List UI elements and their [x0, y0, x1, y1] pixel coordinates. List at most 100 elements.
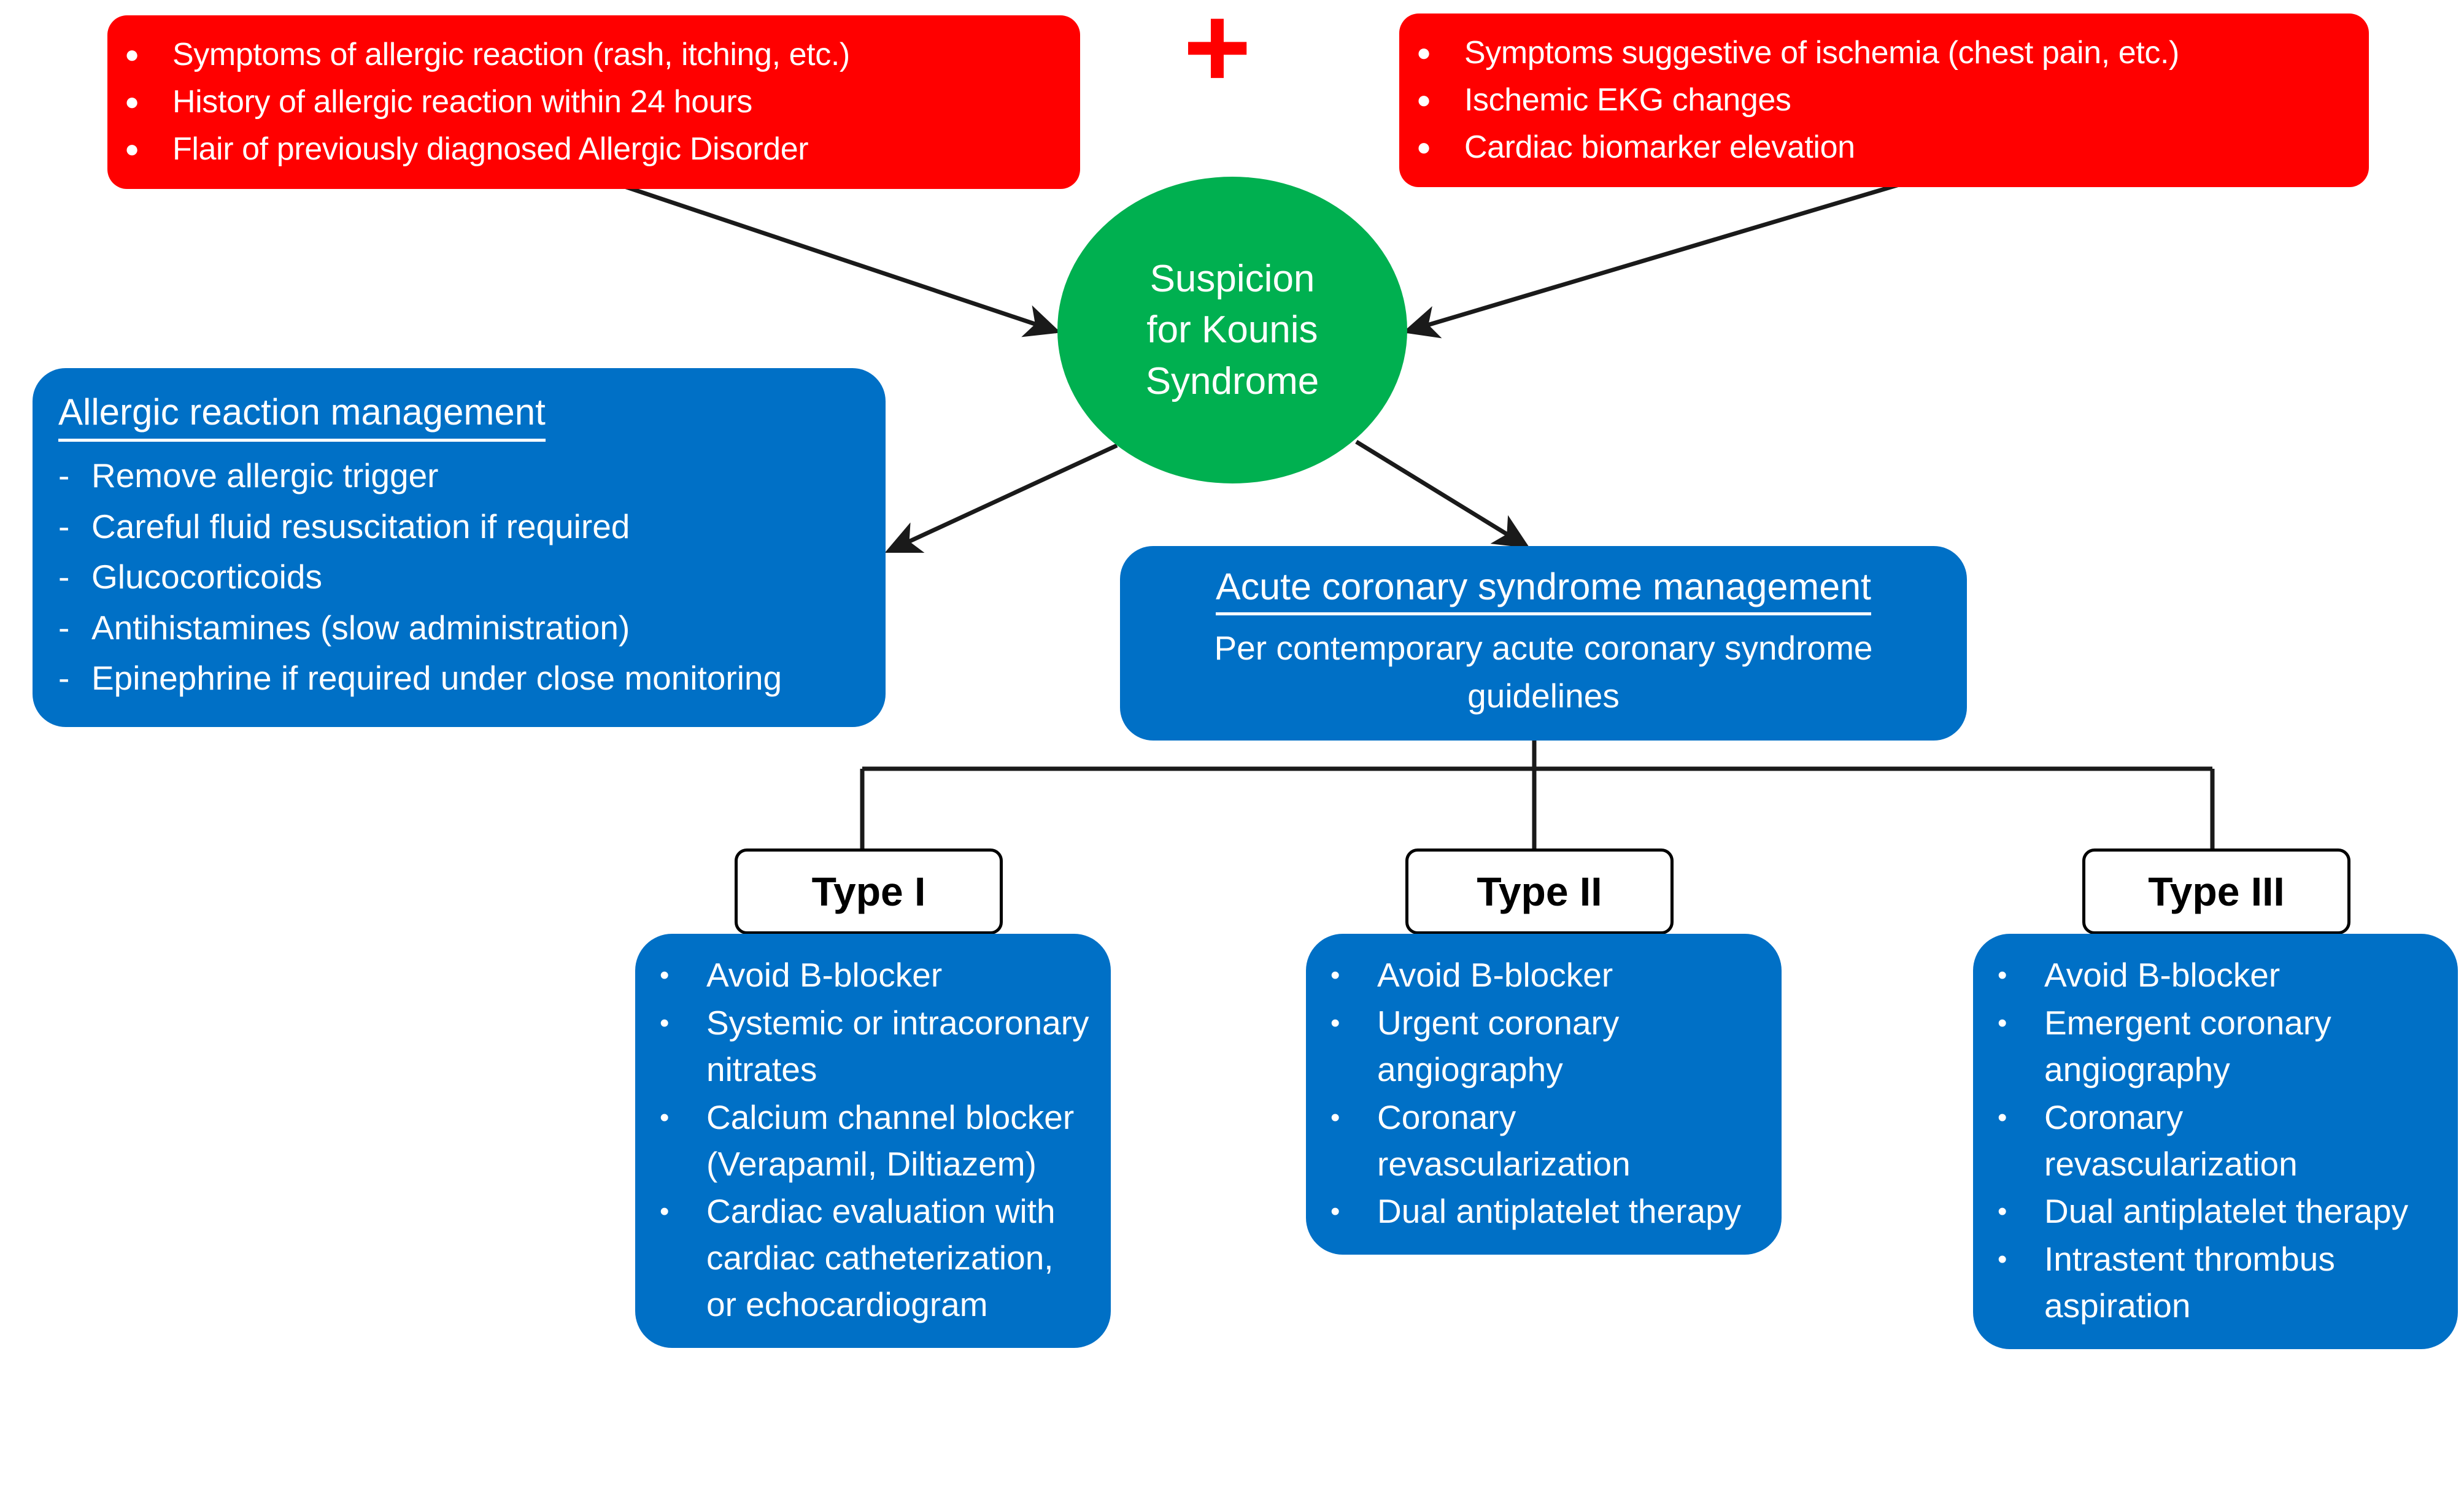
arrow-ischemic-to-center: [1402, 174, 1926, 339]
type-2-label: Type II: [1405, 849, 1674, 934]
type-2-list: • Avoid B-blocker • Urgent coronary angiog…: [1330, 952, 1763, 1235]
bullet-icon: ●: [1416, 39, 1431, 66]
type-item-text: Intrastent thrombus aspiration: [2044, 1240, 2335, 1325]
bullet-icon: ●: [125, 41, 139, 68]
acs-management-heading: Acute coronary syndrome management: [1215, 564, 1872, 616]
branch-bus: [860, 724, 2215, 849]
criteria-text: Flair of previously diagnosed Allergic D…: [172, 131, 809, 167]
bullet-icon: •: [1998, 960, 2007, 990]
arrow-center-to-allergic-management: [884, 443, 1118, 553]
type-item-text: Avoid B-blocker: [706, 956, 943, 994]
bullet-icon: •: [660, 960, 670, 990]
suspicion-kounis-node: Suspicion for Kounis Syndrome: [1057, 177, 1407, 483]
dash-bullet-icon: -: [58, 608, 70, 647]
list-item: • Cardiac evaluation with cardiac cathete…: [660, 1188, 1092, 1328]
type-1-label: Type I: [735, 849, 1003, 934]
list-item: ● Symptoms suggestive of ischemia (chest …: [1416, 29, 2348, 77]
list-item: • Calcium channel blocker (Verapamil, Dil…: [660, 1095, 1092, 1188]
bullet-icon: ●: [1416, 133, 1431, 161]
list-item: ● Flair of previously diagnosed Allergic …: [125, 126, 1059, 173]
type-item-text: Avoid B-blocker: [2044, 956, 2281, 994]
type-item-text: Emergent coronary angiography: [2044, 1003, 2331, 1088]
type-3-label-text: Type III: [2148, 869, 2285, 914]
list-item: ● History of allergic reaction within 24 …: [125, 79, 1059, 126]
management-text: Careful fluid resuscitation if required: [91, 507, 630, 545]
list-item: • Avoid B-blocker: [1998, 952, 2439, 999]
management-text: Glucocorticoids: [91, 558, 322, 596]
bullet-icon: •: [1330, 1102, 1340, 1133]
criteria-text: Symptoms of allergic reaction (rash, itc…: [172, 37, 850, 72]
type-item-text: Cardiac evaluation with cardiac catheter…: [706, 1192, 1056, 1324]
type-2-label-text: Type II: [1477, 869, 1602, 914]
list-item: -Remove allergic trigger: [58, 450, 861, 501]
allergic-criteria-list: ● Symptoms of allergic reaction (rash, it…: [125, 31, 1059, 173]
bullet-icon: •: [1330, 1007, 1340, 1038]
suspicion-line-1: Suspicion: [1149, 258, 1315, 301]
allergic-management-box: Allergic reaction management -Remove all…: [33, 368, 886, 727]
list-item: -Epinephrine if required under close mon…: [58, 653, 861, 704]
criteria-text: Symptoms suggestive of ischemia (chest p…: [1464, 35, 2179, 71]
ischemic-criteria-list: ● Symptoms suggestive of ischemia (chest …: [1416, 29, 2348, 171]
plus-glyph: +: [1183, 0, 1251, 112]
type-item-text: Avoid B-blocker: [1377, 956, 1613, 994]
type-1-label-text: Type I: [811, 869, 926, 914]
list-item: • Dual antiplatelet therapy: [1330, 1188, 1763, 1235]
bullet-icon: ●: [125, 135, 139, 163]
bullet-icon: •: [1330, 960, 1340, 990]
type-1-list: • Avoid B-blocker • Systemic or intracoron…: [660, 952, 1092, 1328]
type-1-box: • Avoid B-blocker • Systemic or intracoron…: [635, 934, 1111, 1349]
list-item: •Coronary revascularization: [1330, 1095, 1763, 1188]
bullet-icon: •: [1330, 1196, 1340, 1227]
bullet-icon: •: [1998, 1007, 2007, 1038]
list-item: •Coronary revascularization: [1998, 1095, 2439, 1188]
criteria-text: Ischemic EKG changes: [1464, 82, 1791, 118]
suspicion-line-2: for Kounis: [1146, 309, 1318, 352]
allergic-management-heading: Allergic reaction management: [58, 389, 546, 442]
type-3-list: • Avoid B-blocker • Emergent coronary angi…: [1998, 952, 2439, 1330]
allergic-criteria-box: ● Symptoms of allergic reaction (rash, it…: [107, 15, 1080, 189]
type-item-text: Urgent coronary angiography: [1377, 1003, 1620, 1088]
ischemic-criteria-box: ● Symptoms suggestive of ischemia (chest …: [1399, 13, 2369, 187]
allergic-management-list: -Remove allergic trigger -Careful fluid …: [58, 450, 861, 704]
suspicion-label: Suspicion for Kounis Syndrome: [1146, 253, 1319, 406]
list-item: -Careful fluid resuscitation if required: [58, 501, 861, 552]
bullet-icon: •: [660, 1196, 670, 1227]
bullet-icon: ●: [1416, 86, 1431, 114]
conjunction-plus-symbol: +: [1183, 0, 1251, 106]
list-item: ● Ischemic EKG changes: [1416, 77, 2348, 124]
management-text: Antihistamines (slow administration): [91, 608, 630, 647]
list-item: -Glucocorticoids: [58, 552, 861, 602]
list-item: • Emergent coronary angiography: [1998, 1000, 2439, 1093]
criteria-text: History of allergic reaction within 24 h…: [172, 83, 752, 120]
type-item-text: Systemic or intracoronary nitrates: [706, 1003, 1089, 1088]
acs-management-subtitle: Per contemporary acute coronary syndrome…: [1214, 629, 1873, 715]
type-3-label: Type III: [2082, 849, 2350, 934]
arrow-center-to-acs-management: [1355, 440, 1530, 548]
list-item: -Antihistamines (slow administration): [58, 602, 861, 653]
list-item: • Intrastent thrombus aspiration: [1998, 1236, 2439, 1330]
acs-management-box: Acute coronary syndrome management Per c…: [1120, 546, 1967, 741]
type-2-box: • Avoid B-blocker • Urgent coronary angiog…: [1306, 934, 1782, 1255]
list-item: ● Cardiac biomarker elevation: [1416, 124, 2348, 171]
management-text: Remove allergic trigger: [91, 456, 439, 495]
dash-bullet-icon: -: [58, 558, 70, 596]
type-item-text: Dual antiplatelet therapy: [2044, 1192, 2409, 1231]
list-item: • Avoid B-blocker: [660, 952, 1092, 999]
bullet-icon: •: [1998, 1244, 2007, 1275]
type-item-text: Dual antiplatelet therapy: [1377, 1192, 1742, 1231]
bullet-icon: •: [1998, 1102, 2007, 1133]
criteria-text: Cardiac biomarker elevation: [1464, 129, 1855, 165]
type-item-text: Calcium channel blocker (Verapamil, Dilt…: [706, 1098, 1075, 1183]
dash-bullet-icon: -: [58, 456, 70, 495]
list-item: • Dual antiplatelet therapy: [1998, 1188, 2439, 1235]
dash-bullet-icon: -: [58, 507, 70, 545]
management-text: Epinephrine if required under close moni…: [91, 659, 782, 697]
bullet-icon: •: [660, 1102, 670, 1133]
type-3-box: • Avoid B-blocker • Emergent coronary angi…: [1973, 934, 2458, 1350]
bullet-icon: •: [660, 1007, 670, 1038]
bullet-icon: •: [1998, 1196, 2007, 1227]
list-item: • Urgent coronary angiography: [1330, 1000, 1763, 1093]
bullet-icon: ●: [125, 88, 139, 115]
list-item: • Avoid B-blocker: [1330, 952, 1763, 999]
list-item: ● Symptoms of allergic reaction (rash, it…: [125, 31, 1059, 79]
